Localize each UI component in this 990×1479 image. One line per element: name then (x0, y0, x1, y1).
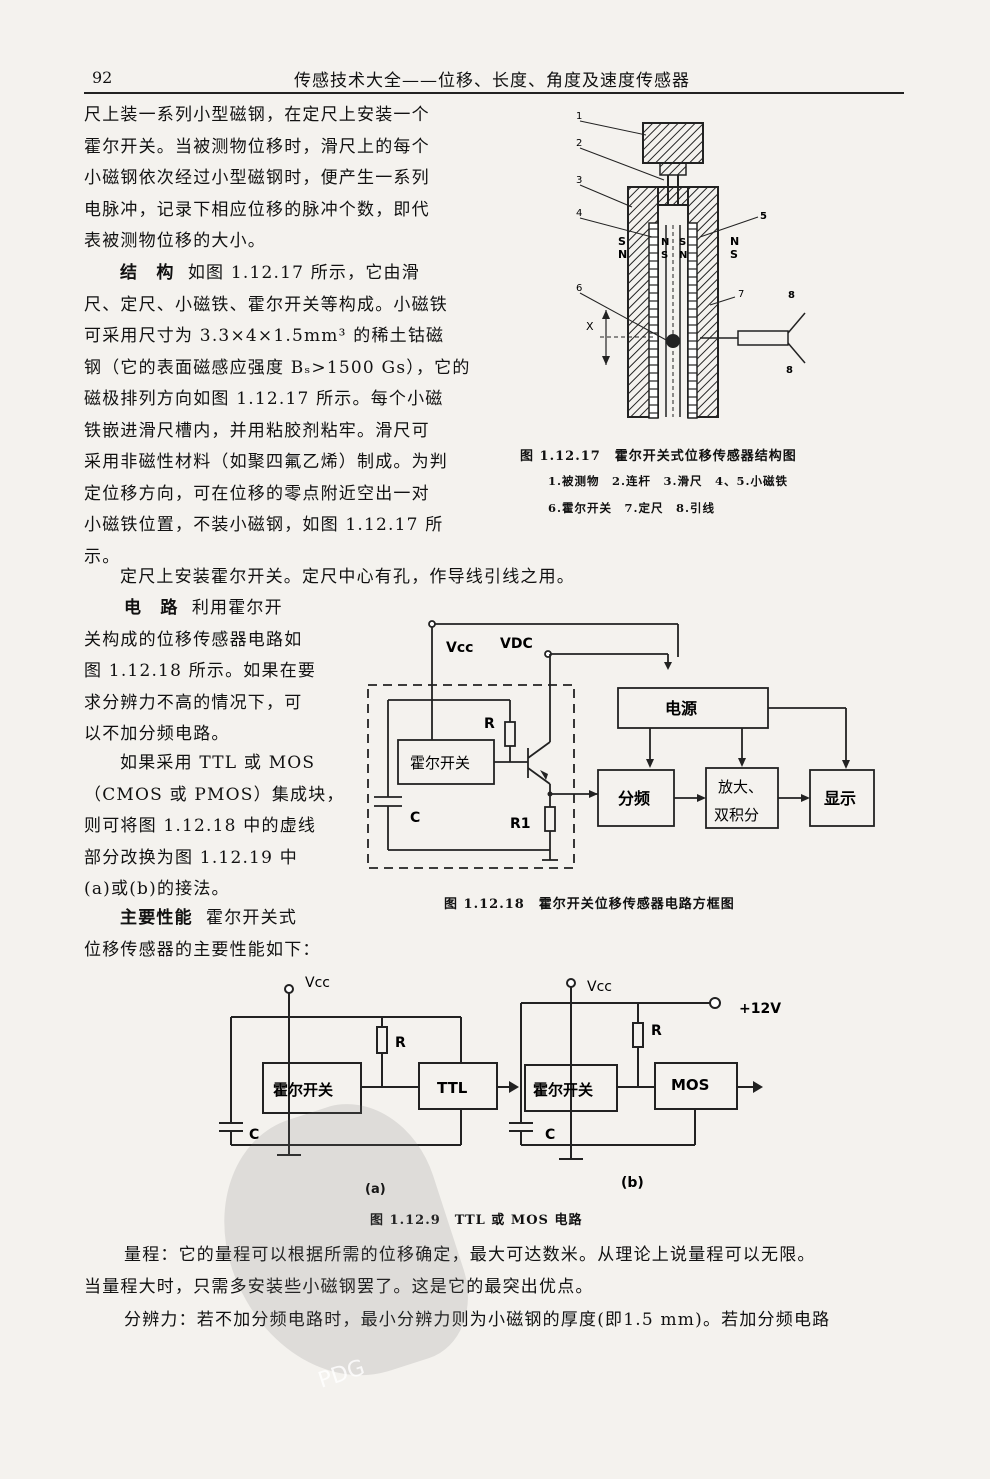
text-line: 磁极排列方向如图 1.12.17 所示。每个小磁 (84, 389, 444, 409)
resistor-r1-label: R1 (510, 816, 531, 832)
ttl-block: TTL (437, 1079, 468, 1097)
resistor-label-b: R (651, 1023, 662, 1039)
section-heading: 电 路 (124, 598, 179, 618)
figure-caption: 图 1.12.18 霍尔开关位移传感器电路方框图 (444, 897, 735, 912)
text-line: 采用非磁性材料（如聚四氟乙烯）制成。为判 (84, 452, 448, 472)
pole-label: S (730, 248, 738, 261)
page-number: 92 (92, 68, 113, 87)
label-7: 7 (738, 289, 744, 300)
label-8-top: 8 (788, 290, 795, 301)
paragraph-circuit: 电 路 利用霍尔开 关构成的位移传感器电路如 图 1.12.18 所示。如果在要… (84, 593, 364, 751)
vcc-label-a: Vcc (305, 975, 330, 991)
label-5: 5 (760, 211, 767, 222)
pole-label: N (618, 248, 627, 261)
hall-switch-block-a: 霍尔开关 (273, 1081, 333, 1099)
vcc-label: Vcc (446, 640, 473, 656)
capacitor-label-b: C (545, 1127, 555, 1143)
text-line: 图 1.12.18 所示。如果在要 (84, 661, 317, 681)
figure-legend: 1.被测物 2.连杆 3.滑尺 4、5.小磁铁 (548, 474, 789, 488)
label-2: 2 (576, 138, 582, 149)
hall-switch-block-b: 霍尔开关 (533, 1081, 593, 1099)
subfigure-label-a: (a) (365, 1182, 386, 1197)
integrator-block: 双积分 (714, 806, 759, 824)
paragraph-ttl-mos: 如果采用 TTL 或 MOS （CMOS 或 PMOS）集成块， 则可将图 1.… (84, 748, 364, 906)
vcc-label-b: Vcc (587, 979, 612, 995)
text-line: 霍尔开关。当被测物位移时，滑尺上的每个 (84, 136, 430, 157)
section-heading: 结 构 (120, 263, 175, 283)
paragraph-fixed-ruler: 定尺上安装霍尔开关。定尺中心有孔，作导线引线之用。 (120, 567, 575, 587)
text-line: 可采用尺寸为 3.3×4×1.5mm³ 的稀土钴磁 (84, 326, 445, 346)
magnet-stack-right (687, 222, 698, 419)
section-heading: 主要性能 (120, 908, 193, 928)
paragraph-resolution: 分辨力：若不加分频电路时，最小分辨力则为小磁钢的厚度(即1.5 mm)。若加分频… (124, 1310, 831, 1330)
capacitor-label-a: C (249, 1127, 259, 1143)
running-title: 传感技术大全——位移、长度、角度及速度传感器 (294, 71, 690, 91)
vdc-label: VDC (500, 636, 533, 652)
pole-label: N (661, 237, 669, 248)
pole-label: S (679, 237, 686, 248)
text-line: 电脉冲，记录下相应位移的脉冲个数，即代 (84, 199, 430, 220)
page-header: 92 传感技术大全——位移、长度、角度及速度传感器 (84, 62, 904, 94)
paragraph-performance: 主要性能 霍尔开关式 位移传感器的主要性能如下： (84, 903, 384, 966)
figure-legend: 6.霍尔开关 7.定尺 8.引线 (548, 501, 716, 515)
amplifier-block: 放大、 (718, 778, 763, 796)
pole-label: S (618, 235, 626, 248)
figure-circuit-block-diagram: Vcc VDC 电源 霍尔开关 分频 放大、 双积分 显示 R R1 C (367, 620, 875, 869)
label-3: 3 (576, 175, 582, 186)
text-line: 求分辨力不高的情况下，可 (84, 692, 303, 713)
pole-label: N (679, 250, 687, 261)
capacitor-label: C (410, 810, 420, 826)
text-line: 小磁铁位置，不装小磁钢，如图 1.12.17 所 (84, 515, 444, 535)
text-line: 钢（它的表面磁感应强度 Bₛ>1500 Gs），它的 (84, 357, 471, 378)
text-line: 当量程大时，只需多安装些小磁钢罢了。这是它的最突出优点。 (84, 1276, 594, 1297)
text-line: 以不加分频电路。 (84, 724, 230, 744)
measured-object (642, 122, 704, 164)
paragraph-range: 量程：它的量程可以根据所需的位移确定，最大可达数米。从理论上说量程可以无限。 当… (84, 1240, 924, 1303)
label-8-bottom: 8 (786, 365, 793, 376)
supply-label: +12V (739, 1001, 781, 1017)
text-line: 尺上装一系列小型磁钢，在定尺上安装一个 (84, 105, 430, 125)
x-axis-label: X (586, 320, 594, 333)
label-6: 6 (576, 283, 582, 294)
text-line: (a)或(b)的接法。 (84, 879, 230, 899)
text-line: 如图 1.12.17 所示，它由滑 (187, 263, 420, 283)
pole-label: S (661, 250, 668, 261)
text-line: 定位移方向，可在位移的零点附近空出一对 (84, 483, 430, 504)
figure-caption: 图 1.12.17 霍尔开关式位移传感器结构图 (520, 449, 797, 464)
paragraph-intro: 尺上装一系列小型磁钢，在定尺上安装一个 霍尔开关。当被测物位移时，滑尺上的每个 … (84, 100, 494, 258)
text-line: 尺、定尺、小磁铁、霍尔开关等构成。小磁铁 (84, 294, 448, 315)
magnet-stack-left (648, 222, 659, 419)
text-line: 关构成的位移传感器电路如 (84, 629, 303, 650)
text-line: 小磁钢依次经过小型磁钢时，便产生一系列 (84, 168, 430, 188)
mos-block: MOS (671, 1076, 709, 1094)
power-block: 电源 (665, 699, 697, 718)
resistor-label-a: R (395, 1035, 406, 1051)
text-line: 铁嵌进滑尺槽内，并用粘胶剂粘牢。滑尺可 (84, 420, 430, 441)
text-line: 部分改换为图 1.12.19 中 (84, 847, 298, 868)
display-block: 显示 (824, 789, 856, 808)
figure-ttl-mos-circuit: Vcc 霍尔开关 R TTL C (a) Vcc 霍尔开关 R MOS +12V… (219, 975, 781, 1197)
pole-label: N (730, 235, 739, 248)
text-line: 则可将图 1.12.18 中的虚线 (84, 816, 317, 836)
figure-caption: 图 1.12.9 TTL 或 MOS 电路 (370, 1213, 583, 1228)
subfigure-label-b: (b) (621, 1175, 644, 1191)
text-line: 表被测物位移的大小。 (84, 231, 266, 251)
text-line: 霍尔开关式 (206, 908, 298, 928)
text-line: 位移传感器的主要性能如下： (84, 939, 321, 960)
paragraph-structure: 结 构 如图 1.12.17 所示，它由滑 尺、定尺、小磁铁、霍尔开关等构成。小… (84, 258, 494, 573)
figure-hall-sensor-structure: 1 2 3 4 5 6 7 8 8 S N N S S N N S X (576, 111, 806, 419)
label-4: 4 (576, 208, 582, 219)
hall-switch-icon (666, 334, 680, 348)
text-line: （CMOS 或 PMOS）集成块， (84, 784, 345, 805)
text-line: 利用霍尔开 (191, 598, 283, 618)
hall-switch-block: 霍尔开关 (410, 754, 470, 772)
label-1: 1 (576, 111, 582, 122)
resistor-label: R (484, 716, 495, 732)
text-line: 如果采用 TTL 或 MOS (120, 753, 316, 773)
text-line: 示。 (84, 546, 121, 567)
divider-block: 分频 (618, 789, 650, 808)
text-line: 量程：它的量程可以根据所需的位移确定，最大可达数米。从理论上说量程可以无限。 (124, 1245, 816, 1265)
